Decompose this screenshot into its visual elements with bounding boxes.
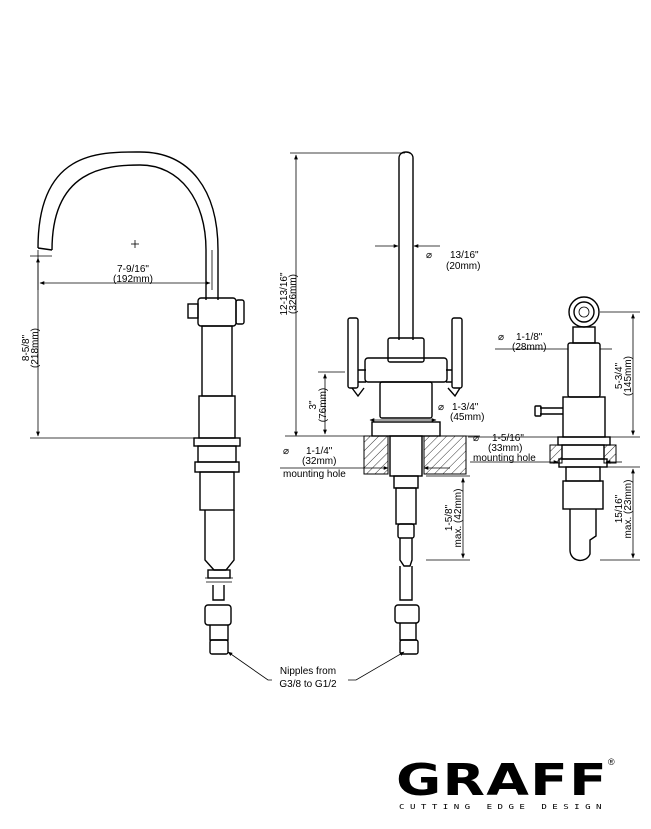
mount-front-fraction: 1-1/4" [306,446,333,457]
mount-side-metric: (33mm) [488,443,522,454]
spout-diameter-symbol: ⌀ [426,250,432,261]
spout-diameter-fraction: 13/16" [450,250,479,261]
body-diameter-symbol: ⌀ [438,402,444,413]
graff-logo: GRAFF ® CUTTING EDGE DESIGN [396,755,615,811]
reach-fraction: 7-9/16" [117,264,149,275]
body-diameter-fraction: 1-3/4" [452,402,479,413]
overall-height-fraction: 12-13/16" [279,272,290,315]
body-diameter-metric: (45mm) [450,412,484,423]
nipples-callout-leaders [227,651,405,681]
spout-height-fraction: 8-5/8" [21,334,32,361]
side-view [468,296,640,561]
overall-height-metric: (326mm) [288,274,299,314]
shank-metric: max. (42mm) [453,489,464,548]
side-profile-view [30,151,245,655]
shank-fraction: 1-5/8" [444,504,455,531]
side-head-fraction: 1-1/8" [516,332,543,343]
callout-line2: G3/8 to G1/2 [279,679,337,690]
side-shank-metric: max. (23mm) [623,480,634,539]
side-shank-fraction: 15/16" [614,494,625,523]
brand-tagline: CUTTING EDGE DESIGN [399,803,607,811]
mount-front-symbol: ⌀ [283,446,289,457]
brand-registered: ® [608,757,615,767]
handle-height-fraction: 3" [308,400,319,410]
spout-height-metric: (218mm) [30,328,41,368]
brand-name: GRAFF [396,755,608,806]
reach-metric: (192mm) [113,274,153,285]
handle-height-metric: (76mm) [318,388,329,422]
mount-side-label: mounting hole [473,453,536,464]
mount-front-label: mounting hole [283,469,346,480]
side-head-symbol: ⌀ [498,332,504,343]
mount-side-symbol: ⌀ [473,433,479,444]
front-view [280,151,480,655]
callout-line1: Nipples from [280,666,336,677]
side-height-fraction: 5-3/4" [614,362,625,389]
spout-diameter-metric: (20mm) [446,261,480,272]
mount-side-fraction: 1-5/16" [492,433,524,444]
side-head-metric: (28mm) [512,342,546,353]
side-height-metric: (145mm) [623,356,634,396]
mount-front-metric: (32mm) [302,456,336,467]
